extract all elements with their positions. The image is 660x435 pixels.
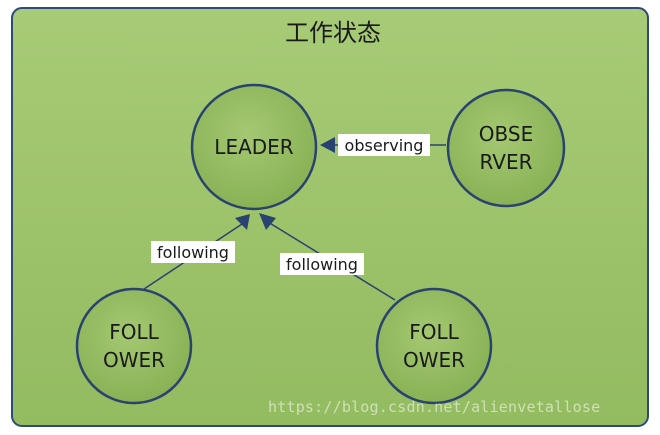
edge-following-1-arrowhead xyxy=(235,214,250,230)
node-follower-2: FOLL OWER xyxy=(375,287,493,405)
edge-label-following-2-text: following xyxy=(286,255,358,274)
diagram-title: 工作状态 xyxy=(285,19,381,47)
edge-label-following-1: following xyxy=(151,241,235,263)
edge-observing-arrowhead xyxy=(320,137,335,153)
node-observer: OBSE RVER xyxy=(446,88,566,208)
edge-label-following-1-text: following xyxy=(157,243,229,262)
node-follower-1-label-line1: FOLL xyxy=(109,320,159,344)
edge-label-observing: observing xyxy=(338,134,430,156)
edge-label-following-2: following xyxy=(280,253,364,275)
node-follower-1: FOLL OWER xyxy=(75,287,193,405)
node-leader-label: LEADER xyxy=(214,135,293,159)
edge-label-observing-bg xyxy=(338,134,430,156)
node-follower-1-label-line2: OWER xyxy=(103,348,165,372)
edge-label-following-2-bg xyxy=(280,253,364,275)
node-observer-label-line1: OBSE xyxy=(479,122,533,146)
edge-following-2-arrowhead xyxy=(259,213,276,230)
node-follower-2-label-line2: OWER xyxy=(403,348,465,372)
node-leader: LEADER xyxy=(190,83,318,211)
node-leader-circle xyxy=(190,83,318,211)
node-follower-2-label-line1: FOLL xyxy=(409,320,459,344)
edge-label-following-1-bg xyxy=(151,241,235,263)
watermark-text: https://blog.csdn.net/alienvetallose xyxy=(268,398,601,416)
node-observer-label-line2: RVER xyxy=(479,150,532,174)
node-observer-circle xyxy=(446,88,566,208)
edge-label-observing-text: observing xyxy=(345,136,424,155)
node-follower-2-circle xyxy=(375,287,493,405)
node-follower-1-circle xyxy=(75,287,193,405)
